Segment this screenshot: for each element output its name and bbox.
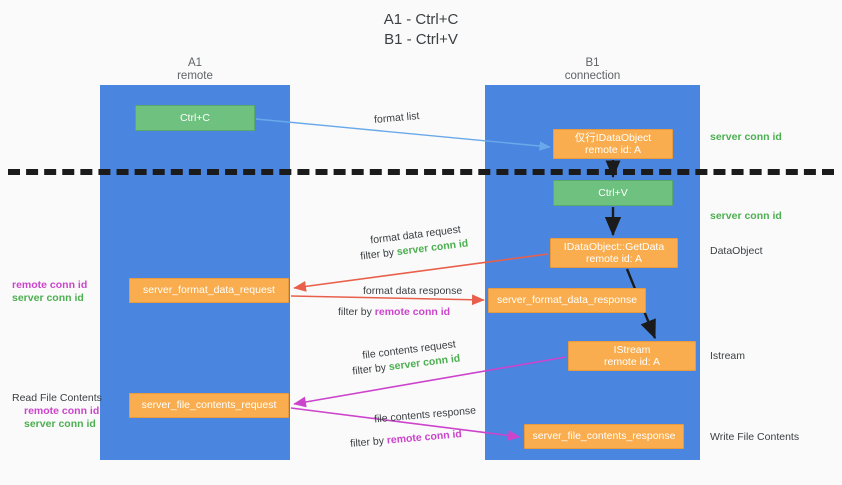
node-istream[interactable]: IStream remote id: A bbox=[568, 341, 696, 371]
node-idataobject-getdata[interactable]: IDataObject::GetData remote id: A bbox=[550, 238, 678, 268]
caption-file-contents-response-filter: filter by remote conn id bbox=[350, 427, 463, 451]
node-ctrl-v-label: Ctrl+V bbox=[598, 186, 628, 199]
caption-filter-prefix: filter by bbox=[351, 361, 390, 378]
caption-filter-prefix: filter by bbox=[349, 434, 388, 450]
page-title: A1 - Ctrl+C B1 - Ctrl+V bbox=[383, 11, 459, 48]
node-idataobject-getdata-label: IDataObject::GetData bbox=[563, 240, 665, 253]
caption-filter-key-remote-conn-id: remote conn id bbox=[374, 306, 451, 318]
node-ctrl-v[interactable]: Ctrl+V bbox=[553, 180, 673, 206]
node-istream-label: IStream bbox=[613, 343, 651, 356]
caption-file-contents-response-text: file contents response bbox=[373, 404, 477, 426]
annotation-remote-conn-id: remote conn id bbox=[12, 279, 88, 291]
swimlane-b1-name: B1 bbox=[585, 57, 600, 69]
annotation-right-write-file-contents: Write File Contents bbox=[710, 431, 799, 444]
caption-format-list-text: format list bbox=[373, 110, 420, 126]
caption-format-data-response-text: format data response bbox=[363, 285, 463, 297]
node-idataobject-remote-id: remote id: A bbox=[584, 144, 642, 156]
caption-format-data-response: format data response bbox=[363, 284, 462, 298]
node-idataobject-label: 仅行IDataObject bbox=[574, 131, 652, 144]
caption-file-contents-response: file contents response bbox=[374, 404, 477, 427]
annotation-right-server-conn-id-top: server conn id bbox=[710, 131, 782, 144]
annotation-right-server-conn-id-mid: server conn id bbox=[710, 210, 782, 223]
swimlane-b1-header: B1 connection bbox=[485, 57, 700, 83]
node-server-file-contents-response[interactable]: server_file_contents_response bbox=[524, 424, 684, 449]
annotation-text: server conn id bbox=[710, 131, 782, 143]
swimlane-a1-role: remote bbox=[177, 70, 213, 82]
annotation-text: Write File Contents bbox=[710, 431, 800, 443]
node-server-format-data-request-label: server_format_data_request bbox=[143, 284, 275, 297]
swimlane-a1-name: A1 bbox=[187, 57, 203, 69]
node-istream-remote-id: remote id: A bbox=[603, 356, 661, 368]
annotation-server-conn-id: server conn id bbox=[24, 418, 96, 430]
annotation-left-read-file-contents: Read File Contents remote conn id server… bbox=[12, 392, 102, 431]
annotation-left-conn-ids-top: remote conn id server conn id bbox=[12, 279, 87, 305]
node-idataobject-getdata-remote-id: remote id: A bbox=[585, 253, 643, 265]
caption-format-list: format list bbox=[373, 109, 420, 127]
node-ctrl-c[interactable]: Ctrl+C bbox=[135, 105, 255, 131]
annotation-remote-conn-id: remote conn id bbox=[24, 405, 100, 417]
node-server-file-contents-response-label: server_file_contents_response bbox=[532, 430, 676, 443]
node-server-file-contents-request-label: server_file_contents_request bbox=[141, 399, 277, 412]
caption-format-data-response-filter: filter by remote conn id bbox=[338, 305, 450, 319]
node-server-file-contents-request[interactable]: server_file_contents_request bbox=[129, 393, 289, 418]
node-idataobject[interactable]: 仅行IDataObject remote id: A bbox=[553, 129, 673, 159]
node-ctrl-c-label: Ctrl+C bbox=[179, 111, 211, 124]
caption-filter-key-remote-conn-id: remote conn id bbox=[386, 428, 463, 447]
caption-filter-prefix: filter by bbox=[338, 306, 375, 318]
node-server-format-data-response[interactable]: server_format_data_response bbox=[488, 288, 646, 313]
phase-divider bbox=[8, 169, 834, 175]
swimlane-a1-header: A1 remote bbox=[100, 57, 290, 83]
annotation-right-istream: Istream bbox=[710, 350, 745, 363]
caption-filter-prefix: filter by bbox=[359, 246, 398, 263]
node-server-format-data-response-label: server_format_data_response bbox=[496, 294, 638, 307]
annotation-text: server conn id bbox=[710, 210, 782, 222]
annotation-text: DataObject bbox=[710, 245, 763, 257]
annotation-right-dataobject: DataObject bbox=[710, 245, 763, 258]
annotation-server-conn-id: server conn id bbox=[12, 292, 84, 304]
annotation-text: Istream bbox=[710, 350, 746, 362]
swimlane-b1-role: connection bbox=[564, 70, 621, 82]
annotation-read-file-contents: Read File Contents bbox=[12, 392, 102, 404]
node-server-format-data-request[interactable]: server_format_data_request bbox=[129, 278, 289, 303]
